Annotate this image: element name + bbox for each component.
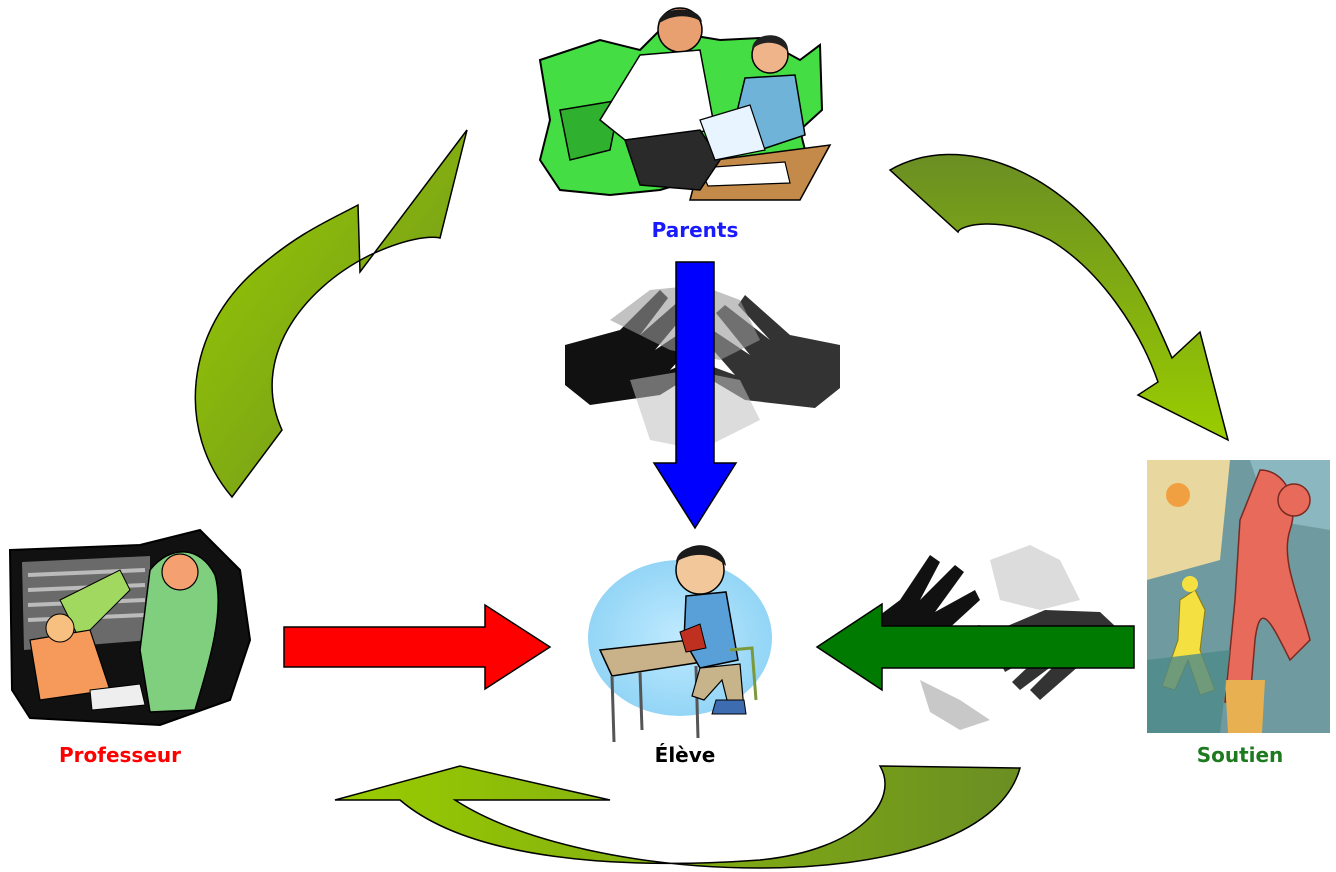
parents-to-eleve-arrow — [652, 261, 738, 530]
professeur-illustration — [8, 528, 252, 727]
parents-illustration — [538, 7, 832, 201]
professeur-label: Professeur — [58, 743, 181, 767]
soutien-to-eleve-arrow — [815, 602, 1135, 692]
soutien-label: Soutien — [1196, 743, 1284, 767]
eleve-illustration — [588, 545, 772, 743]
cycle-arrow-right — [888, 153, 1230, 442]
cycle-arrow-left — [194, 129, 468, 499]
soutien-illustration — [1147, 460, 1330, 733]
eleve-label: Élève — [654, 743, 716, 767]
cycle-arrow-bottom — [334, 765, 1021, 869]
parents-label: Parents — [651, 218, 739, 242]
professeur-to-eleve-arrow — [283, 603, 552, 691]
